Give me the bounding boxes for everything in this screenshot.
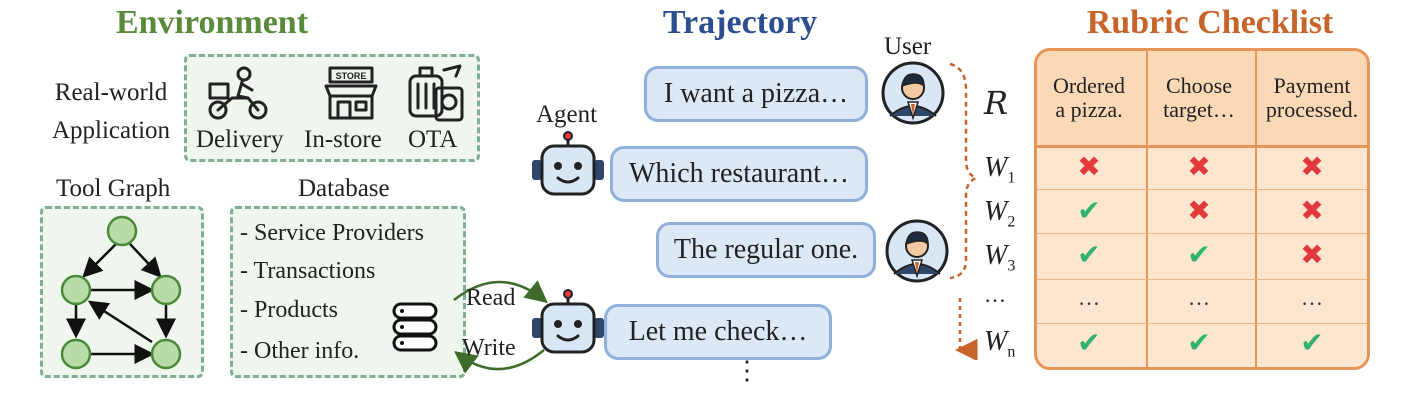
environment-title: Environment bbox=[115, 4, 309, 41]
check-icon: ✔ bbox=[1187, 237, 1211, 271]
database-item: - Other info. bbox=[240, 338, 360, 364]
store-sign-text: STORE bbox=[336, 71, 367, 81]
scooter-icon bbox=[208, 66, 268, 120]
trajectory-brace bbox=[949, 62, 980, 360]
message-bubble-user: The regular one. bbox=[656, 222, 876, 278]
app-label-delivery: Delivery bbox=[196, 126, 284, 153]
agent-robot-icon bbox=[532, 131, 604, 196]
check-icon: ✔ bbox=[1077, 193, 1101, 227]
rubric-row-label: … bbox=[984, 282, 1006, 307]
rubric-header-row bbox=[1037, 51, 1367, 148]
read-label: Read bbox=[466, 285, 516, 311]
check-icon: ✔ bbox=[1077, 325, 1101, 359]
check-icon: ✔ bbox=[1300, 325, 1324, 359]
database-item: - Service Providers bbox=[240, 220, 424, 246]
rubric-title: Rubric Checklist bbox=[1086, 4, 1334, 41]
app-label-ota: OTA bbox=[408, 126, 458, 153]
rubric-row-label: W1 bbox=[984, 152, 1016, 187]
message-bubble-agent: Which restaurant… bbox=[610, 146, 868, 202]
rubric-row-label: Wn bbox=[984, 326, 1016, 361]
agent-label: Agent bbox=[536, 101, 598, 128]
cross-icon: ✖ bbox=[1300, 193, 1324, 227]
user-label: User bbox=[884, 33, 932, 60]
user-avatar-icon bbox=[885, 219, 949, 283]
database-item: - Transactions bbox=[240, 258, 376, 284]
cross-icon: ✖ bbox=[1187, 193, 1211, 227]
check-icon: ✔ bbox=[1077, 237, 1101, 271]
agent-robot-icon bbox=[532, 289, 604, 354]
luggage-icon bbox=[408, 64, 464, 122]
ellipsis-cell: … bbox=[1301, 285, 1323, 310]
check-icon: ✔ bbox=[1187, 325, 1211, 359]
cross-icon: ✖ bbox=[1300, 237, 1324, 271]
rubric-table bbox=[1034, 48, 1370, 370]
continuation-dots: ⋮ bbox=[734, 356, 760, 385]
rubric-row-label: W3 bbox=[984, 240, 1016, 275]
cross-icon: ✖ bbox=[1077, 149, 1101, 183]
cross-icon: ✖ bbox=[1187, 149, 1211, 183]
ellipsis-cell: … bbox=[1188, 285, 1210, 310]
user-avatar-icon bbox=[881, 61, 945, 125]
trajectory-title: Trajectory bbox=[662, 4, 818, 41]
ellipsis-cell: … bbox=[1078, 285, 1100, 310]
rubric-row-label: W2 bbox=[984, 196, 1016, 231]
message-bubble-agent: Let me check… bbox=[604, 304, 832, 360]
tool-graph-label: Tool Graph bbox=[56, 175, 171, 202]
database-icon bbox=[392, 302, 438, 352]
write-label: Write bbox=[462, 335, 516, 361]
cross-icon: ✖ bbox=[1300, 149, 1324, 183]
store-icon: STORE bbox=[324, 66, 378, 120]
database-label: Database bbox=[298, 175, 390, 202]
message-bubble-user: I want a pizza… bbox=[644, 66, 868, 122]
app-label-instore: In-store bbox=[304, 126, 382, 153]
realworld-label: Real-world Application bbox=[51, 79, 171, 145]
read-write-arrows bbox=[453, 280, 548, 374]
rubric-corner-label: R bbox=[984, 84, 1009, 122]
tool-graph-diagram bbox=[60, 215, 182, 370]
database-item: - Products bbox=[240, 297, 338, 323]
